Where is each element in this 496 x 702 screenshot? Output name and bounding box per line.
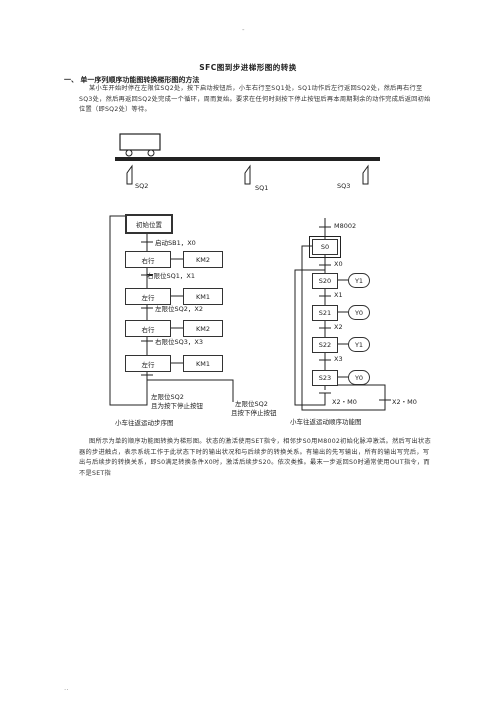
step-label: 左行 <box>141 360 155 369</box>
x2-m0-label: X2・M0 <box>332 398 357 406</box>
action-km1-2: KM1 <box>183 355 223 372</box>
step-label: 右行 <box>141 325 155 334</box>
output-label: Y1 <box>354 276 364 285</box>
footer-mark: .. <box>64 684 69 692</box>
action-km1-1: KM1 <box>183 288 223 305</box>
sq1-label: SQ1 <box>255 184 269 192</box>
cart-wheel-right <box>147 149 155 157</box>
right-chart-caption: 小车往返运动顺序功能图 <box>290 418 362 426</box>
s0-step: S0 <box>309 236 341 258</box>
action-km2-2: KM2 <box>183 320 223 337</box>
output-label: Y0 <box>354 308 364 317</box>
sq3-label: SQ3 <box>337 182 351 190</box>
left-chart-caption: 小车往返运动步序图 <box>115 419 174 427</box>
x1-label: X1 <box>334 291 343 299</box>
right-sfc-chart: M8002 S0 X0 S20 Y1 X1 S21 Y0 X2 S22 Y1 X… <box>290 210 440 430</box>
m8002-label: M8002 <box>334 222 357 230</box>
cart-track-svg <box>115 133 380 185</box>
sq3-switch-icon <box>362 164 369 185</box>
action-label: KM1 <box>195 292 210 301</box>
output-label: Y0 <box>354 373 364 382</box>
step-label: S20 <box>318 277 332 285</box>
transition-sq2: 左限位SQ2，X2 <box>155 305 203 313</box>
sq2-label: SQ2 <box>135 182 149 190</box>
s22-step: S22 <box>312 337 338 353</box>
step-label: 左行 <box>141 293 155 302</box>
transition-sq1: 右限位SQ1，X1 <box>147 272 195 280</box>
transition-start: 启动SB1，X0 <box>155 239 196 247</box>
section-heading: 一、 单一序列顺序功能图转换梯形图的方法 <box>64 76 200 84</box>
transition-stop-a: 左限位SQ2 <box>235 400 268 408</box>
x0-label: X0 <box>334 260 343 268</box>
header-mark: - <box>242 26 245 34</box>
cart-wheel-left <box>125 149 133 157</box>
x2-m0-stop-label: X2・M0 <box>392 398 417 406</box>
step-right-1: 右行 <box>125 251 171 268</box>
page-title: SFC图到步进梯形图的转换 <box>199 63 297 72</box>
output-label: Y1 <box>354 340 364 349</box>
transition-stop-b: 且按下停止按钮 <box>231 409 277 417</box>
s20-step: S20 <box>312 273 338 289</box>
initial-step-box: 初始位置 <box>125 214 173 234</box>
transition-sq3: 右限位SQ3，X3 <box>155 338 203 346</box>
transition-no-stop-b: 且为按下停止按钮 <box>151 402 203 410</box>
y1-output-1: Y1 <box>348 273 370 288</box>
sq1-switch-icon <box>244 164 251 185</box>
cart-body <box>119 133 161 151</box>
step-right-2: 右行 <box>125 320 171 337</box>
intro-paragraph: 某小车开始时停在左限位SQ2处，按下启动按钮后，小车右行至SQ1处，SQ1动作后… <box>79 85 431 113</box>
action-label: KM1 <box>195 359 210 368</box>
y1-output-2: Y1 <box>348 337 370 352</box>
action-label: KM2 <box>195 255 210 264</box>
explanation-paragraph: 图所示为单的顺序功能图转换为梯形图。状态的激活使用SET指令，相邻步S0用M80… <box>79 438 431 477</box>
cart-track-diagram: SQ2 SQ1 SQ3 <box>105 128 395 198</box>
initial-step-label: 初始位置 <box>136 221 162 229</box>
sq2-switch-icon <box>126 164 133 185</box>
right-chart-lines <box>294 218 391 411</box>
s21-step: S21 <box>312 305 338 321</box>
step-left-2: 左行 <box>125 355 171 372</box>
action-label: KM2 <box>195 324 210 333</box>
x2-label: X2 <box>334 323 343 331</box>
y0-output-1: Y0 <box>348 305 370 320</box>
track-rail <box>115 157 380 161</box>
step-label: 右行 <box>141 256 155 265</box>
transition-no-stop-a: 左限位SQ2 <box>151 393 184 401</box>
step-label: S23 <box>318 374 332 382</box>
x3-label: X3 <box>334 355 343 363</box>
y0-output-2: Y0 <box>348 370 370 385</box>
left-step-chart: 初始位置 启动SB1，X0 右行 KM2 右限位SQ1，X1 左行 KM1 左限… <box>95 210 277 427</box>
step-label: S0 <box>320 243 330 251</box>
s23-step: S23 <box>312 370 338 386</box>
step-label: S21 <box>318 309 332 317</box>
action-km2-1: KM2 <box>183 251 223 268</box>
step-left-1: 左行 <box>125 288 171 305</box>
step-label: S22 <box>318 341 332 349</box>
